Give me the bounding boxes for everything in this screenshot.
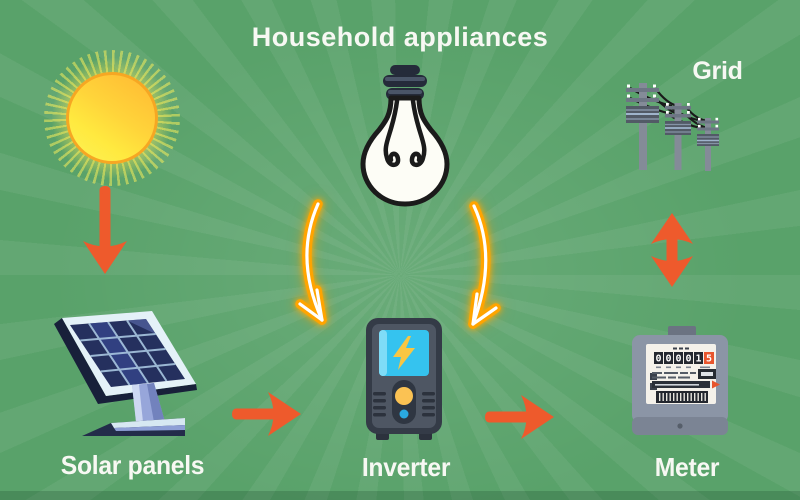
title-household-appliances: Household appliances — [251, 22, 549, 52]
meter-digit-tenths: 5 — [706, 354, 712, 365]
meter-digit: 1 — [695, 354, 701, 365]
meter-digit: 0 — [675, 354, 681, 365]
meter-label: Meter — [654, 452, 720, 482]
light-bulb-icon — [360, 65, 450, 207]
meter-digit: 0 — [655, 354, 661, 365]
solar-panel-icon — [54, 311, 197, 436]
inverter-icon — [366, 318, 442, 440]
electric-meter-icon: 0 0 0 0 1 5 — [632, 326, 728, 435]
meter-digit: 0 — [685, 354, 691, 365]
arrow-sun-to-panels — [83, 186, 127, 274]
sun-disc — [66, 72, 158, 164]
arrow-meter-grid-both — [651, 213, 693, 287]
grid-label: Grid — [692, 57, 743, 85]
solar-panels-label: Solar panels — [60, 450, 205, 480]
neon-arrow-right — [468, 201, 501, 329]
bottom-shade-strip — [0, 491, 800, 500]
power-lines-icon — [626, 83, 719, 171]
arrow-panels-to-inverter — [232, 392, 301, 436]
sun-icon — [44, 50, 180, 186]
meter-digit: 0 — [665, 354, 671, 365]
inverter-label: Inverter — [361, 452, 451, 482]
arrow-inverter-to-meter — [485, 395, 554, 439]
neon-arrow-left — [295, 199, 327, 325]
